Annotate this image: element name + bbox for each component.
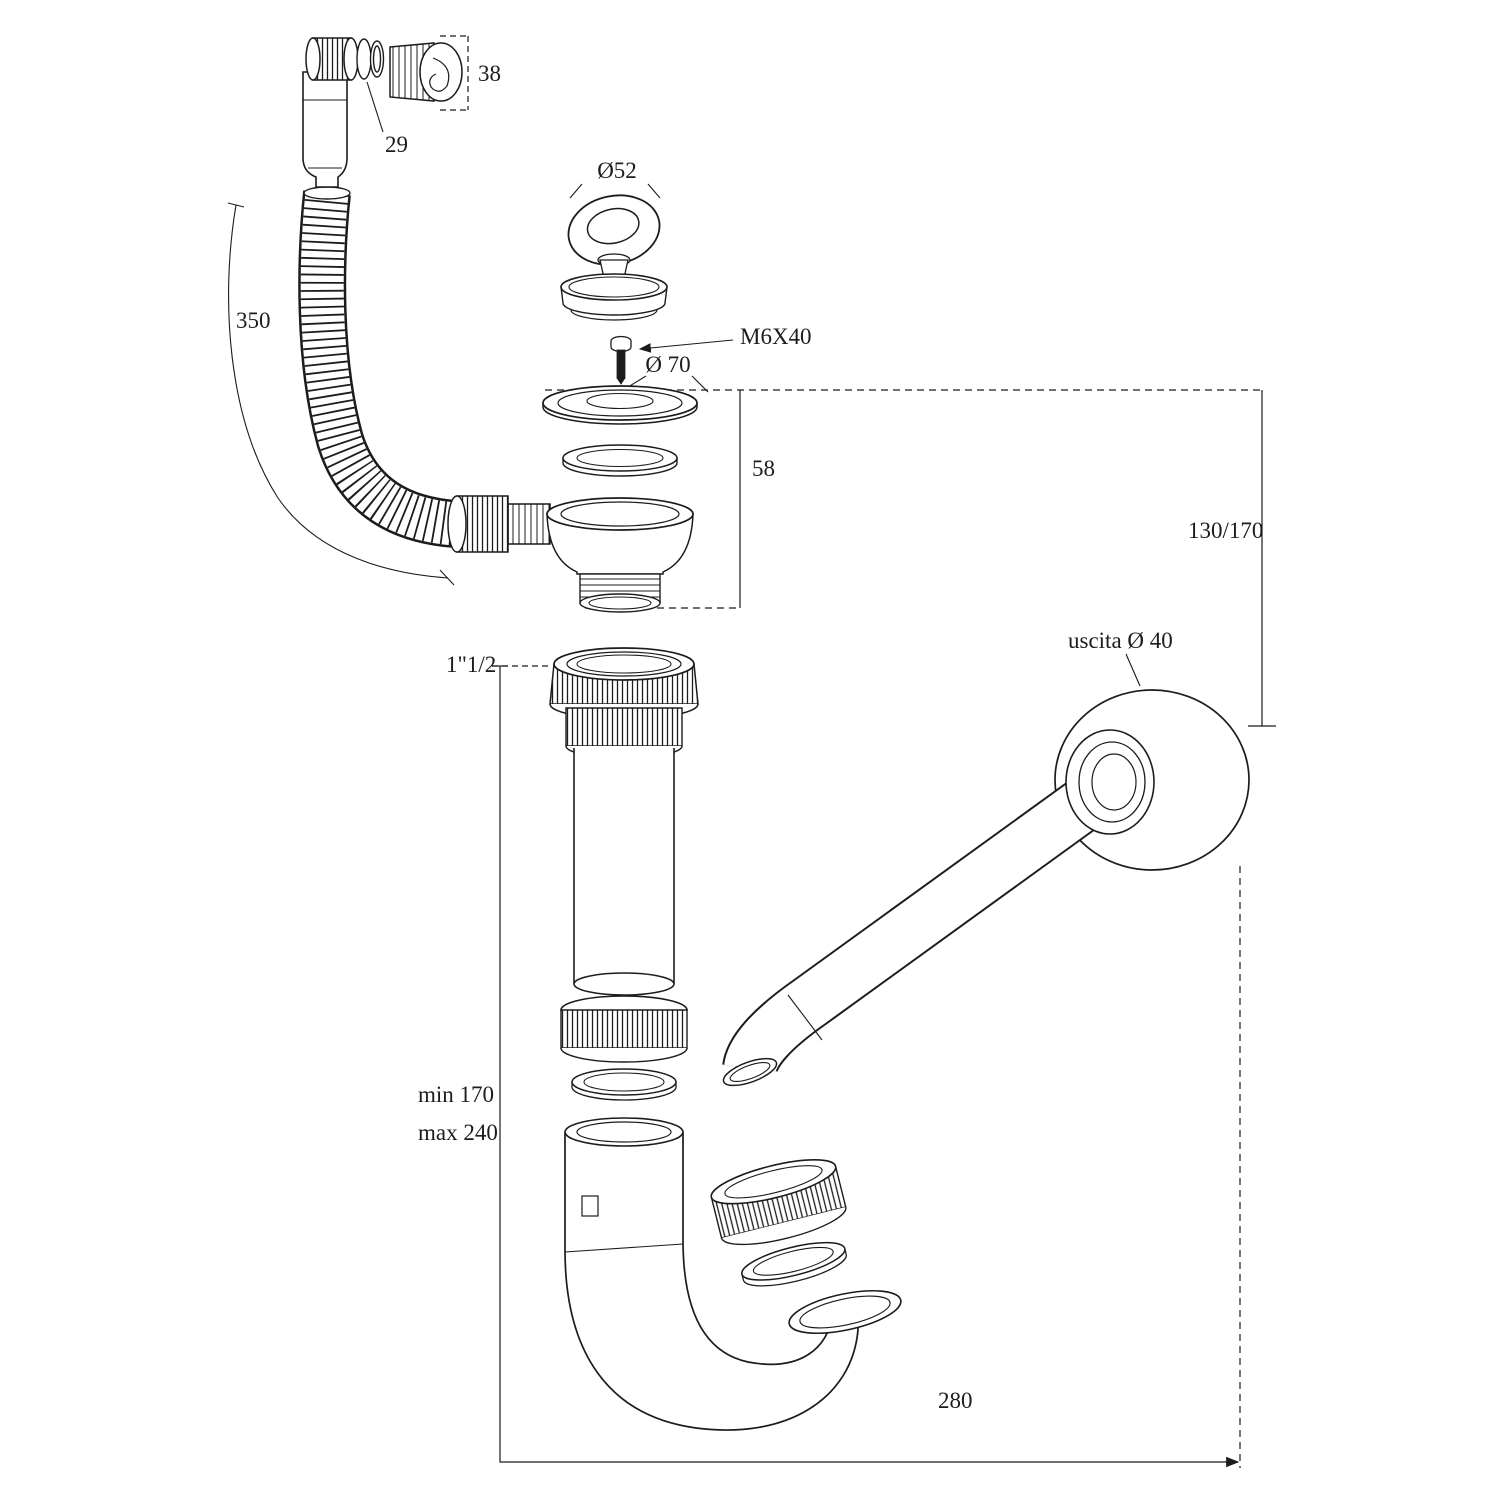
tube-body [573, 748, 675, 996]
trap-gasket [741, 1241, 847, 1287]
label-min-170: min 170 [418, 1082, 494, 1107]
trap-outlet [788, 1289, 902, 1335]
tube-gasket [571, 1068, 677, 1101]
trap-nut-and-gasket [710, 1159, 847, 1287]
p-trap [564, 1117, 902, 1431]
label-uscita: uscita Ø 40 [1068, 628, 1173, 653]
tube-lower-nut [560, 995, 688, 1063]
vertical-tube-assembly [549, 647, 699, 1101]
trap-inlet [564, 1117, 684, 1147]
fixing-screw [610, 335, 632, 385]
trap-nut [710, 1159, 847, 1246]
label-130-170: 130/170 [1188, 518, 1263, 543]
plug-with-ring [560, 194, 668, 321]
label-max-240: max 240 [418, 1120, 498, 1145]
dimension-labels: 38 29 350 Ø52 M6X40 Ø 70 58 130/170 usci… [236, 61, 1263, 1413]
label-38: 38 [478, 61, 501, 86]
pipe-open-end [722, 1057, 778, 1087]
label-d52: Ø52 [597, 158, 637, 183]
hose-end-nut [447, 495, 551, 553]
elbow-washers [356, 38, 385, 80]
label-m6x40: M6X40 [740, 324, 812, 349]
outlet-pipe [722, 775, 1109, 1087]
trap-clip [581, 1195, 599, 1217]
elbow-threaded-fitting [389, 42, 463, 102]
label-29: 29 [385, 132, 408, 157]
plug-ring-handle [567, 194, 661, 266]
cone-socket [1065, 729, 1155, 835]
strainer-flange [542, 385, 698, 425]
label-d70: Ø 70 [645, 352, 690, 377]
overflow-elbow-assembly [302, 37, 463, 188]
label-thread-size: 1"1/2 [446, 652, 496, 677]
strainer-assembly [542, 385, 698, 613]
elbow-nut [305, 37, 359, 81]
dimension-lines [227, 35, 1276, 1468]
strainer-body [546, 497, 694, 613]
hose-top-end [303, 186, 351, 200]
overflow-hose [298, 186, 551, 553]
label-350: 350 [236, 308, 271, 333]
label-280: 280 [938, 1388, 973, 1413]
elbow-body [302, 71, 348, 188]
label-58: 58 [752, 456, 775, 481]
strainer-gasket [562, 444, 678, 477]
